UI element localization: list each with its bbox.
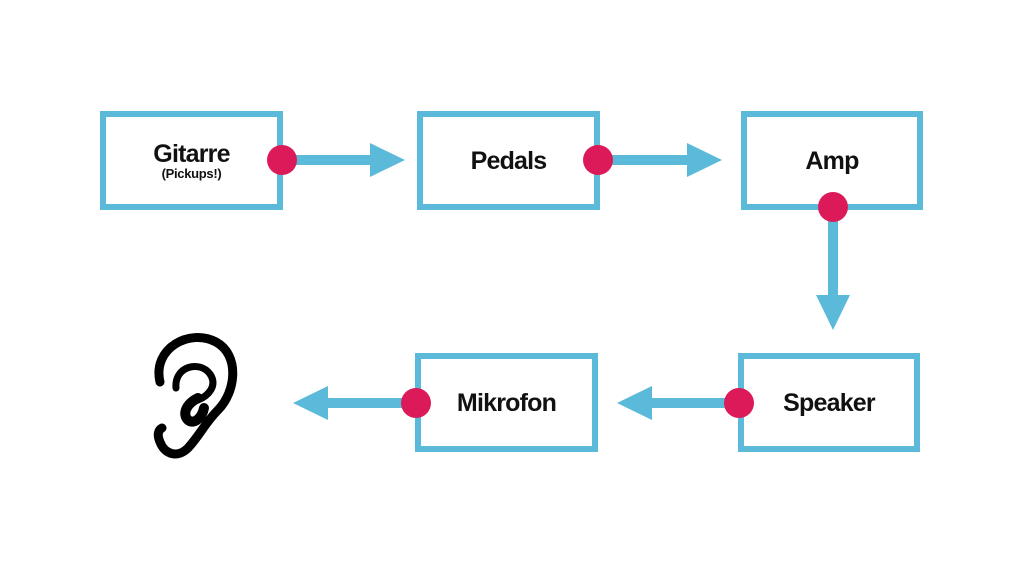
edge-amp-speaker — [816, 192, 850, 330]
node-label: Amp — [805, 146, 859, 175]
arrowhead-right-icon — [370, 143, 405, 177]
node-label: Gitarre — [153, 139, 230, 168]
connector-dot — [724, 388, 754, 418]
edge-mikrofon-ear — [293, 386, 431, 420]
node-sublabel: (Pickups!) — [161, 165, 222, 181]
arrowhead-left-icon — [617, 386, 652, 420]
node-label: Pedals — [470, 146, 548, 175]
edge-gitarre-pedals — [267, 143, 405, 177]
edge-pedals-amp — [583, 143, 722, 177]
connector-dot — [401, 388, 431, 418]
connector-dot — [583, 145, 613, 175]
arrowhead-left-icon — [293, 386, 328, 420]
ear-icon — [153, 333, 238, 459]
node-speaker: Speaker — [738, 353, 920, 452]
connector-dot — [818, 192, 848, 222]
arrowhead-down-icon — [816, 295, 850, 330]
connector-dot — [267, 145, 297, 175]
node-label: Mikrofon — [456, 388, 557, 417]
edge-speaker-mikrofon — [617, 386, 754, 420]
arrowhead-right-icon — [687, 143, 722, 177]
node-label: Speaker — [783, 388, 876, 417]
node-gitarre: Gitarre (Pickups!) — [100, 111, 283, 210]
node-mikrofon: Mikrofon — [415, 353, 598, 452]
